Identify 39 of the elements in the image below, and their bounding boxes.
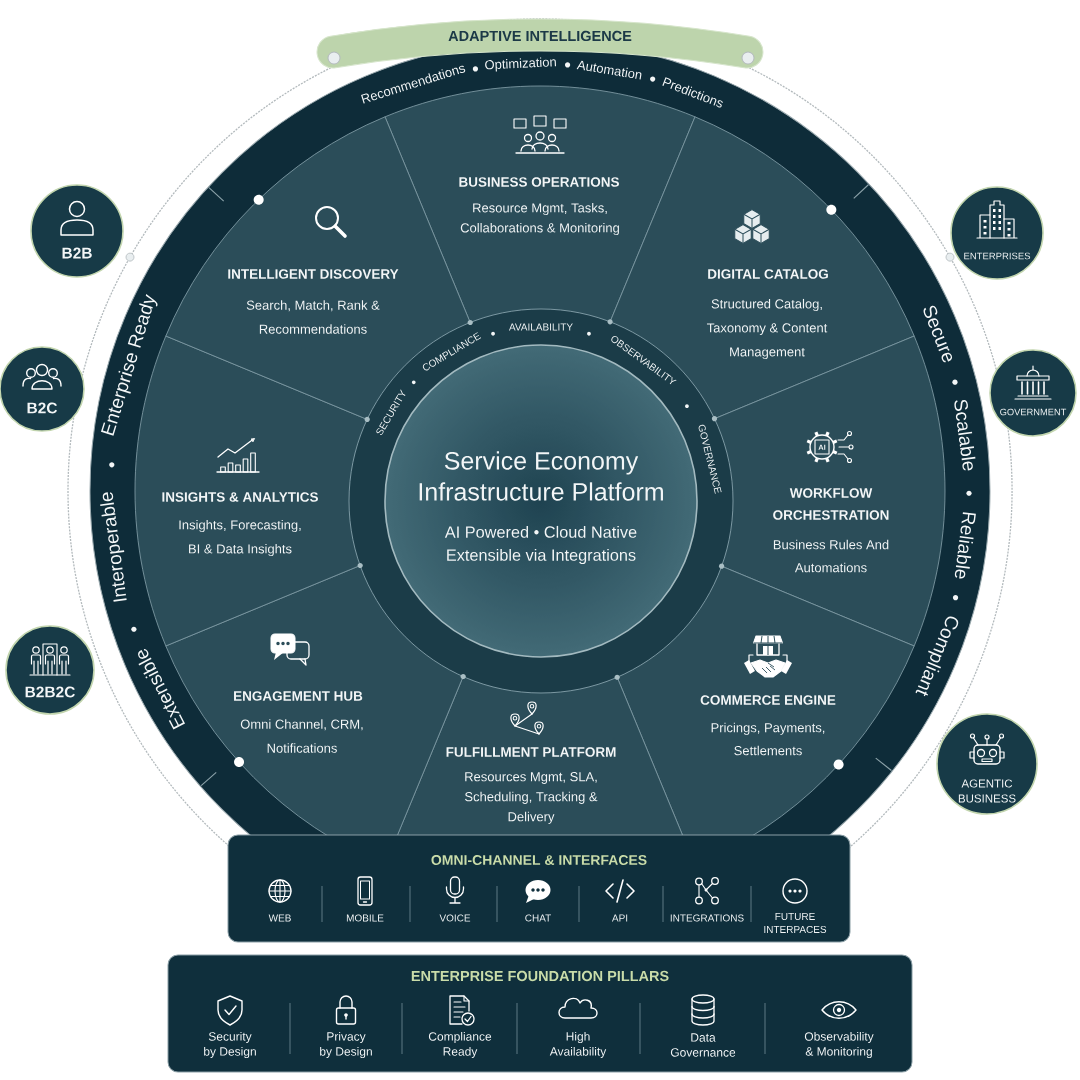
ring-label: Reliable [954,512,976,579]
channel-label: MOBILE [346,914,384,922]
panel-heading: ENTERPRISE FOUNDATION PILLARS [411,970,669,982]
platform-tagline: AI Powered • Cloud Native Extensible via Integrations [444,525,637,565]
sector-description: Resources Mgmt, SLA, Scheduling, Tracking & Delivery [465,772,598,824]
pillar-label: Privacy by Design [320,1031,372,1059]
sector-heading: INSIGHTS & ANALYTICS [162,492,318,502]
sector-heading: WORKFLOW ORCHESTRATION [773,488,889,520]
sector-description: Resource Mgmt, Tasks, Collaborations & Monitoring [460,202,619,236]
channel-label: API [611,914,628,922]
panel-heading: OMNI-CHANNEL & INTERFACES [431,855,647,865]
sector-heading: BUSINESS OPERATIONS [459,177,619,187]
sector-description: Structured Catalog, Taxonomy & Content Management [706,298,828,360]
channel-label: INTEGRATIONS [670,914,744,922]
sector-description: Omni Channel, CRM, Notifications [240,719,363,753]
pillar-label: Compliance Ready [428,1031,492,1059]
sector-description: Insights, Forecasting, BI & Data Insights [179,519,301,557]
ring-label: Interoperable [100,492,127,602]
pillar-label: Data Governance [670,1033,736,1057]
sector-heading: DIGITAL CATALOG [708,269,828,279]
ring-label: Scalable [954,399,976,471]
sector-heading: INTELLIGENT DISCOVERY [228,269,399,279]
sector-description: Pricings, Payments, Settlements [711,722,825,756]
ring-label: Optimization [485,57,557,72]
sector-description: Business Rules And Automations [773,539,889,573]
ring-label: Secure [923,305,953,363]
channel-label: WEB [268,914,291,922]
channel-label: CHAT [525,914,551,922]
pillar-label: High Availability [549,1031,607,1059]
channel-label: VOICE [439,914,471,922]
pillar-label: Observability & Monitoring [804,1031,874,1059]
pillar-label: Security by Design [204,1031,256,1059]
ring-label: AVAILABILITY [508,323,573,331]
sector-heading: COMMERCE ENGINE [700,695,836,705]
sector-heading: ENGAGEMENT HUB [234,691,363,701]
platform-title: Service Economy Infrastructure Platform [419,451,663,501]
sector-heading: FULFILLMENT PLATFORM [446,747,616,757]
channel-label: FUTURE INTERPACES [764,913,827,933]
sector-description: Search, Match, Rank & Recommendations [246,300,380,334]
